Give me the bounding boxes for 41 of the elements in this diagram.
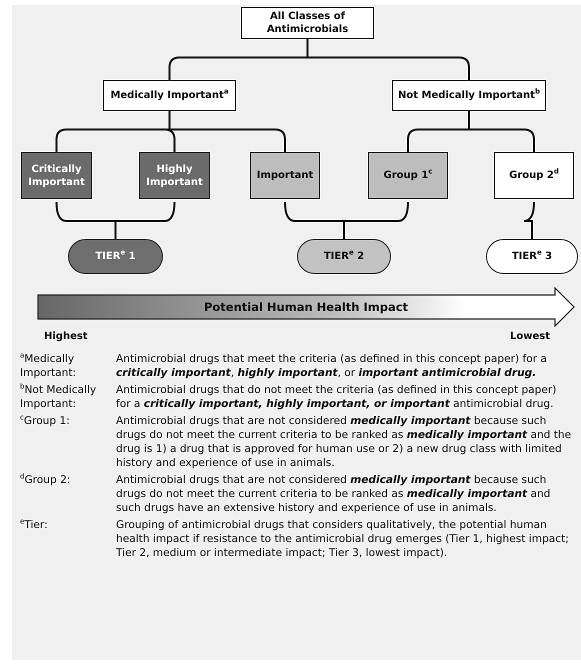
node-label: Group 2$^{d}$ — [509, 169, 559, 182]
scale-end-label: Highest — [44, 331, 88, 342]
category-box — [103, 80, 236, 111]
scale-end-label: Lowest — [510, 331, 550, 342]
footnote-definition: Grouping of antimicrobial drugs that considers qualitatively, the potential human health impact if resistance to the antimicrobial drug emerges (Tier 1, highest impact; Tier 2, medium or intermediate impact; Tier 3, lowest impact). — [116, 518, 570, 560]
bracket-connector — [468, 111, 535, 152]
node-label: Important — [256, 169, 314, 182]
bracket-connector — [523, 202, 535, 239]
footnote-definition: Antimicrobial drugs that meet the criteria (as defined in this concept paper) for a critically important, highly important, or important antimicrobial drug. — [116, 352, 548, 380]
tier-pill — [68, 239, 163, 274]
category-box — [392, 80, 546, 111]
node-label: Medically Important$^{a}$ — [110, 89, 229, 102]
category-box — [494, 152, 574, 199]
category-box — [139, 152, 210, 199]
bracket-connector — [168, 111, 286, 152]
tier-pill — [297, 239, 391, 274]
node-label: TIER$^{e}$ 1 — [95, 250, 136, 263]
category-box — [241, 7, 374, 39]
category-box — [250, 152, 320, 199]
node-label: All Classes of Antimicrobials — [266, 10, 350, 36]
footnote-definition: Antimicrobial drugs that are not considered medically important because such drugs do not meet the current criteria to be ranked as medically important and such drugs have an extensive history and experience of use in animals. — [116, 473, 552, 515]
category-box — [21, 152, 92, 199]
bracket-connector — [306, 39, 470, 80]
node-label: Group 1$^{c}$ — [384, 169, 432, 182]
node-label: Not Medically Important$^{b}$ — [398, 89, 540, 102]
bracket-connector — [114, 202, 176, 239]
footnote-term: $^{a}$Medically Important: — [20, 352, 78, 380]
footnote-term: $^{c}$Group 1: — [20, 414, 71, 429]
footnote-term: $^{e}$Tier: — [20, 518, 49, 533]
node-label: Highly Important — [145, 162, 204, 188]
node-label: TIER$^{e}$ 3 — [512, 250, 552, 263]
node-label: Critically Important — [27, 162, 86, 188]
footnote-definition: Antimicrobial drugs that do not meet the criteria (as defined in this concept paper) for a critically important, highly important, or important antimicrobial drug. — [116, 383, 558, 411]
node-label: TIER$^{e}$ 2 — [324, 250, 364, 263]
footnote-term: $^{d}$Group 2: — [20, 473, 72, 488]
arrow-label: Potential Human Health Impact — [204, 300, 408, 314]
tier-pill — [486, 239, 578, 274]
footnote-definition: Antimicrobial drugs that are not considered medically important because such drugs do not meet the current criteria to be ranked as medically important and the drug is 1) a drug that is approved for human use or 2) a new drug class with limited history and experience of use in animals. — [116, 414, 572, 470]
category-box — [368, 152, 448, 199]
footnote-term: $^{b}$Not Medically Important: — [20, 383, 98, 411]
bracket-connector — [343, 202, 409, 239]
